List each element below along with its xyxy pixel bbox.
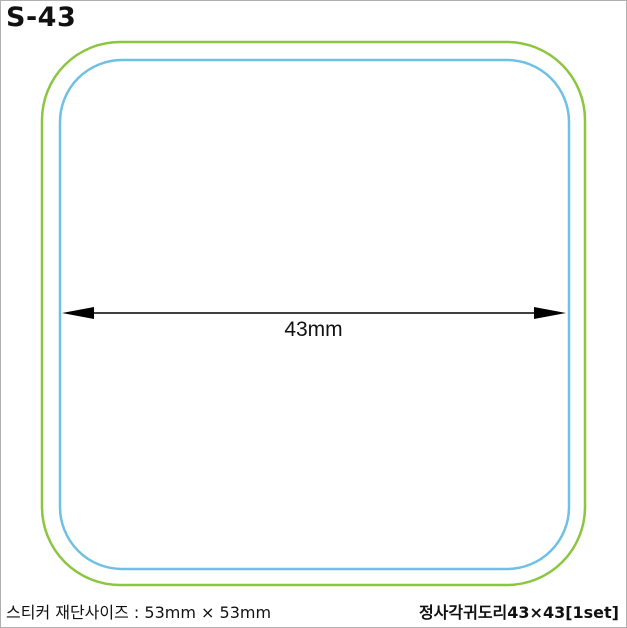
cut-size-text: 스티커 재단사이즈 : 53mm × 53mm (6, 603, 272, 622)
product-name-text: 정사각귀도리43×43[1set] (418, 603, 619, 622)
dimension-arrow-right (534, 307, 566, 319)
template-code-title: S-43 (6, 2, 77, 33)
dimension-label: 43mm (284, 318, 343, 341)
inner-safe-line (58, 58, 571, 571)
outer-cut-line (40, 40, 587, 587)
dimension-arrow-left (62, 307, 94, 319)
